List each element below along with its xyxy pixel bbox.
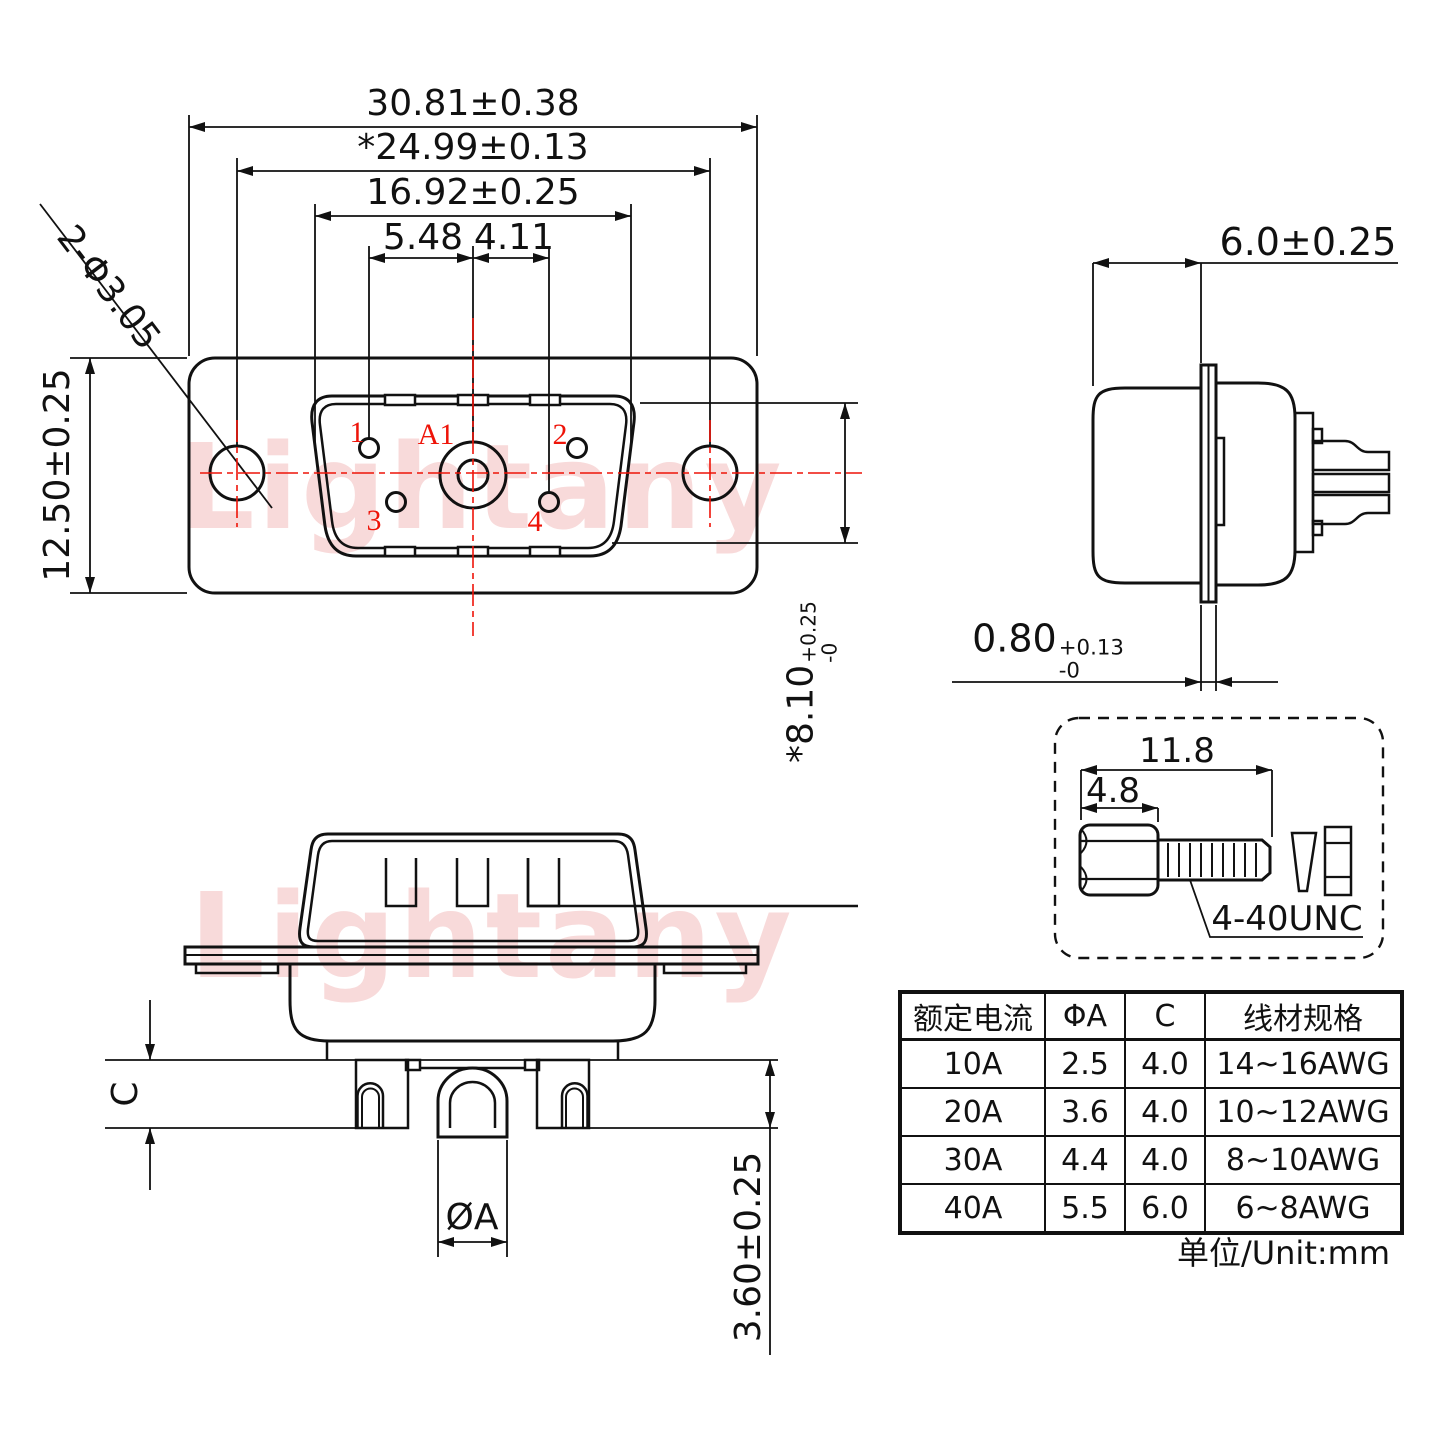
side-view-arrowheads [1093,258,1232,687]
dim-flange-thickness: 0.80+0.13-0 [972,620,1124,683]
dim-shell-height-plus: +0.25 [796,601,821,663]
screw-detail-arrowheads [1081,765,1272,813]
cell-wire: 14~16AWG [1204,1038,1403,1089]
cell-c: 4.0 [1124,1135,1206,1185]
spec-table-header-row: 额定电流 ΦA C 线材规格 [899,991,1403,1041]
dim-tail-length: 3.60±0.25 [728,1151,769,1343]
cell-dia: 4.4 [1044,1135,1126,1185]
dim-overall-width: 30.81±0.38 [366,83,580,124]
pin-label-1: 1 [349,416,365,449]
table-row: 20A 3.6 4.0 10~12AWG [899,1087,1403,1137]
dim-height: 12.50±0.25 [37,368,78,582]
rear-view-drawing [183,832,858,1139]
thread-spec-label: 4-40UNC [1211,899,1363,939]
dim-shell-height-value: *8.10 [780,664,822,763]
dim-screw-head: 4.8 [1085,771,1141,811]
pin-label-a1: A1 [417,418,455,451]
dim-pin-diameter: ØA [445,1197,499,1238]
table-row: 10A 2.5 4.0 14~16AWG [899,1038,1403,1089]
spec-col-current: 额定电流 [899,991,1046,1041]
dim-pin-right: 4.11 [473,217,555,258]
spec-table: 额定电流 ΦA C 线材规格 10A 2.5 4.0 14~16AWG 20A … [898,990,1404,1235]
rear-view-arrowheads [145,1044,775,1247]
dim-pin-left: 5.48 [382,217,464,258]
dim-flange-minus: -0 [1058,658,1080,684]
cell-current: 20A [899,1087,1046,1137]
cell-c: 6.0 [1124,1183,1206,1234]
dim-flange-value: 0.80 [972,616,1057,661]
cell-c: 4.0 [1124,1038,1206,1089]
dim-flange-plus: +0.13 [1058,635,1124,661]
spec-col-wire: 线材规格 [1204,991,1403,1041]
dim-screw-length: 11.8 [1139,731,1215,771]
dim-shell-height: *8.10+0.25-0 [780,601,842,763]
screw-detail-drawing [1053,716,1385,960]
spec-col-dia: ΦA [1044,991,1126,1041]
table-row: 30A 4.4 4.0 8~10AWG [899,1135,1403,1185]
pin-label-4: 4 [527,505,543,538]
front-view-dimension-lines [39,115,858,594]
dim-crimp-c: C [105,1081,146,1107]
dim-mount-pitch: *24.99±0.13 [357,127,589,168]
pin-label-2: 2 [552,418,568,451]
dim-shell-height-minus: -0 [817,642,842,663]
front-view-centerlines [200,318,862,636]
cell-dia: 3.6 [1044,1087,1126,1137]
cell-wire: 6~8AWG [1204,1183,1403,1234]
cell-wire: 10~12AWG [1204,1087,1403,1137]
cell-current: 30A [899,1135,1046,1185]
rear-view-dimension-lines [105,1000,778,1355]
side-view-drawing [1091,363,1391,604]
front-view-arrowheads [85,122,850,593]
spec-col-c: C [1124,991,1206,1041]
cell-current: 10A [899,1038,1046,1089]
cell-c: 4.0 [1124,1087,1206,1137]
table-row: 40A 5.5 6.0 6~8AWG [899,1183,1403,1234]
pin-label-3: 3 [366,504,382,537]
dim-depth: 6.0±0.25 [1219,220,1397,264]
cell-current: 40A [899,1183,1046,1234]
cell-dia: 5.5 [1044,1183,1126,1234]
dim-shell-width: 16.92±0.25 [366,172,580,213]
unit-note: 单位/Unit:mm [1176,1234,1390,1272]
cell-dia: 2.5 [1044,1038,1126,1089]
cell-wire: 8~10AWG [1204,1135,1403,1185]
